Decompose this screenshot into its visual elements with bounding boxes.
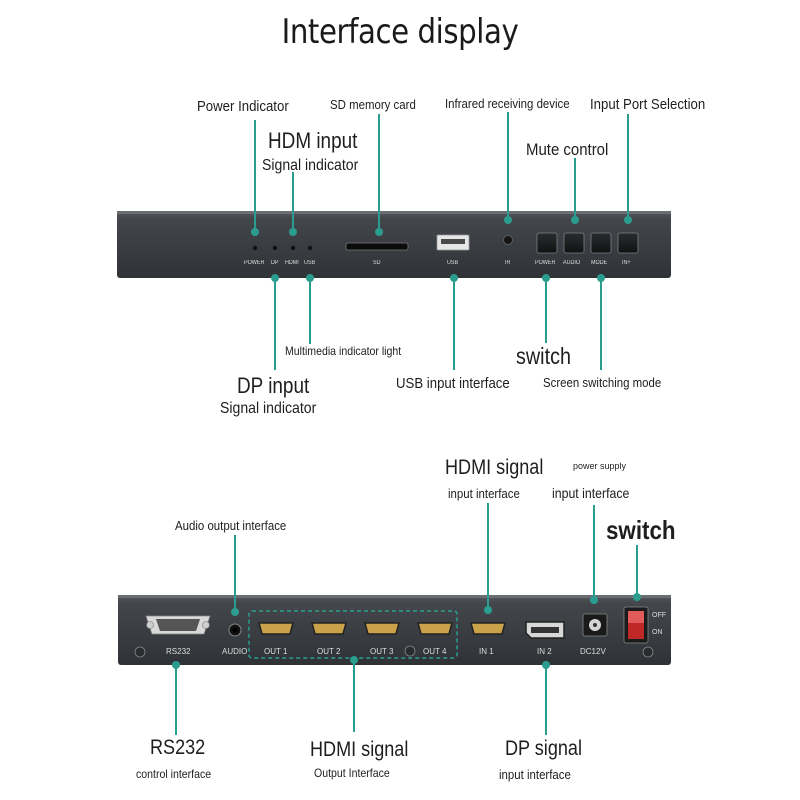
btn-in xyxy=(617,232,639,254)
callout-screen-mode: Screen switching mode xyxy=(543,375,662,390)
power-led xyxy=(252,245,258,251)
sd-slot xyxy=(345,242,409,251)
panel-label-dp: DP xyxy=(271,260,279,266)
panel-label-btn-in: IN+ xyxy=(622,260,631,266)
btn-power xyxy=(536,232,558,254)
callout-hdmi-signal-indicator: Signal indicator xyxy=(262,157,359,174)
hdmi-out-ports xyxy=(258,622,453,635)
callout-hdmi-signal-in: HDMI signal xyxy=(445,456,544,479)
page-title: Interface display xyxy=(281,12,519,52)
callout-rs232-control: control interface xyxy=(136,767,212,781)
panel-label-on: ON xyxy=(652,629,663,636)
callout-power-supply: power supply xyxy=(573,461,627,471)
hdmi-in-port xyxy=(470,622,506,635)
callout-dp-input-interface: input interface xyxy=(499,767,571,782)
callout-switch-rear: switch xyxy=(606,515,676,545)
callout-power-supply-interface: input interface xyxy=(552,485,630,501)
callout-dp-signal-indicator: Signal indicator xyxy=(220,400,317,417)
callout-dp-signal: DP signal xyxy=(505,737,582,760)
panel-label-dc12v: DC12V xyxy=(580,647,606,656)
callout-ir-device: Infrared receiving device xyxy=(445,96,570,111)
panel-label-usb-led: USB xyxy=(304,260,316,266)
callout-multimedia-light: Multimedia indicator light xyxy=(285,344,402,358)
panel-label-audio: AUDIO xyxy=(222,647,248,656)
panel-label-out4: OUT 4 xyxy=(423,647,447,656)
panel-label-sd: SD xyxy=(373,260,381,266)
panel-label-rs232: RS232 xyxy=(166,647,191,656)
callout-sd-card: SD memory card xyxy=(330,97,416,112)
btn-mode xyxy=(590,232,612,254)
rear-panel xyxy=(118,595,671,665)
panel-label-btn-audio: AUDIO xyxy=(563,260,581,266)
front-panel xyxy=(117,211,671,278)
callout-hdmi-signal-out: HDMI signal xyxy=(310,738,409,761)
panel-label-out3: OUT 3 xyxy=(370,647,394,656)
callout-hdmi-output-interface: Output Interface xyxy=(314,766,390,780)
callout-hdmi-in-interface: input interface xyxy=(448,486,520,501)
callout-rs232: RS232 xyxy=(150,736,206,759)
panel-label-btn-power: POWER xyxy=(535,260,556,266)
dp-led xyxy=(272,245,278,251)
ir-sensor xyxy=(503,235,513,245)
panel-label-off: OFF xyxy=(652,612,666,619)
panel-label-power: POWER xyxy=(244,260,265,266)
panel-label-btn-mode: MODE xyxy=(591,260,608,266)
panel-label-in1: IN 1 xyxy=(479,647,494,656)
rear-callouts xyxy=(172,503,641,735)
callout-input-port-selection: Input Port Selection xyxy=(590,96,706,113)
callout-hdmi-input: HDM input xyxy=(268,128,358,153)
hdmi-led xyxy=(290,245,296,251)
callout-dp-input: DP input xyxy=(237,373,310,398)
callout-audio-output: Audio output interface xyxy=(175,518,287,533)
usb-led xyxy=(307,245,313,251)
callout-power-indicator: Power Indicator xyxy=(197,98,289,115)
front-callouts xyxy=(251,112,632,370)
panel-label-out2: OUT 2 xyxy=(317,647,341,656)
callout-switch-front: switch xyxy=(516,343,571,369)
callout-usb-interface: USB input interface xyxy=(396,375,510,392)
panel-label-out1: OUT 1 xyxy=(264,647,288,656)
btn-audio xyxy=(563,232,585,254)
callout-mute-control: Mute control xyxy=(526,140,609,159)
panel-label-hdmi: HDMI xyxy=(285,260,299,266)
panel-label-in2: IN 2 xyxy=(537,647,552,656)
panel-label-ir: IR xyxy=(505,260,511,266)
panel-label-usb: USB xyxy=(447,260,459,266)
